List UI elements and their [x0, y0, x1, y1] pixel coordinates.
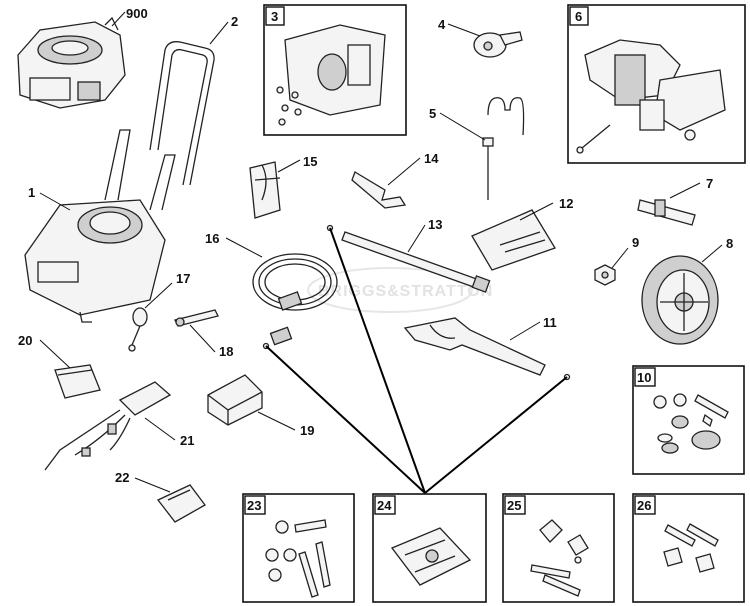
- box-24-tag: [374, 495, 396, 515]
- callout-7: 7: [706, 176, 713, 191]
- leader-16: [225, 237, 263, 258]
- leader-14: [387, 157, 421, 186]
- box-3-tag: [265, 6, 285, 26]
- frame-part-1[interactable]: [24, 129, 176, 323]
- callout-18: 18: [219, 344, 233, 359]
- callout-3: 3: [271, 9, 278, 24]
- leader-8: [701, 244, 723, 263]
- leader-20: [39, 339, 71, 369]
- module-part-20[interactable]: [54, 364, 101, 399]
- leader-9: [611, 247, 629, 269]
- callout-23: 23: [247, 498, 261, 513]
- axle-part-7[interactable]: [637, 199, 696, 226]
- callout-20: 20: [18, 333, 32, 348]
- handle-part-2[interactable]: [149, 41, 215, 186]
- box-6-tag: [569, 6, 589, 26]
- leader-2: [209, 21, 229, 45]
- callout-9: 9: [632, 235, 639, 250]
- callout-10: 10: [637, 370, 651, 385]
- leader-21: [144, 417, 176, 441]
- hardware-kit-part-23[interactable]: [265, 519, 331, 598]
- connector-part-18[interactable]: [174, 309, 219, 327]
- nozzle-kit-part-12[interactable]: [471, 209, 556, 271]
- callout-17: 17: [176, 271, 190, 286]
- callout-15: 15: [303, 154, 317, 169]
- harness-part-21[interactable]: [44, 381, 172, 471]
- callout-16: 16: [205, 231, 219, 246]
- callout-14: 14: [424, 151, 439, 166]
- leader-4: [447, 23, 481, 37]
- callout-22: 22: [115, 470, 129, 485]
- callout-4: 4: [438, 17, 446, 32]
- leader-11: [509, 321, 541, 341]
- wheel-part-8[interactable]: [641, 255, 719, 345]
- box-25-tag: [504, 495, 526, 515]
- box-23-tag: [244, 495, 266, 515]
- callout-2: 2: [231, 14, 238, 29]
- leader-22: [134, 477, 171, 493]
- feet-hardware-part-10[interactable]: [653, 393, 729, 454]
- kit-24-leaders: [265, 227, 568, 494]
- leader-1: [39, 192, 71, 211]
- watermark-text: BRIGGS&STRATTON: [318, 283, 493, 300]
- callout-13: 13: [428, 217, 442, 232]
- callout-6: 6: [575, 9, 582, 24]
- hardware-kit-part-25[interactable]: [530, 519, 589, 597]
- leader-7: [669, 182, 701, 199]
- callout-19: 19: [300, 423, 314, 438]
- plate-part-22[interactable]: [156, 484, 206, 523]
- callout-12: 12: [559, 196, 573, 211]
- nut-part-9[interactable]: [594, 264, 616, 286]
- decal-kit-part-24[interactable]: [390, 527, 472, 586]
- callout-900: 900: [126, 6, 148, 21]
- engine-part-900[interactable]: [17, 16, 126, 109]
- box-26-tag: [634, 495, 656, 515]
- callout-25: 25: [507, 498, 521, 513]
- leader-900: [111, 11, 126, 27]
- leader-18: [189, 324, 216, 353]
- callout-1: 1: [28, 185, 35, 200]
- callout-21: 21: [180, 433, 194, 448]
- leader-15: [277, 159, 301, 173]
- box-10-tag: [634, 367, 656, 387]
- leader-17: [144, 282, 173, 309]
- cap-part-17[interactable]: [128, 307, 148, 352]
- callout-8: 8: [726, 236, 733, 251]
- pump-part-6[interactable]: [576, 39, 726, 154]
- leader-5: [439, 112, 486, 141]
- rod-part-5[interactable]: [482, 97, 525, 200]
- hardware-kit-part-26[interactable]: [663, 523, 719, 573]
- callout-26: 26: [637, 498, 651, 513]
- callout-11: 11: [543, 315, 557, 330]
- block-part-19[interactable]: [207, 374, 263, 426]
- leader-19: [257, 411, 296, 431]
- leader-12: [519, 202, 554, 221]
- nozzle-part-4[interactable]: [473, 31, 523, 58]
- clamp-part-14[interactable]: [351, 171, 407, 209]
- callout-24: 24: [377, 498, 392, 513]
- bracket-part-15[interactable]: [249, 161, 281, 219]
- callout-5: 5: [429, 106, 436, 121]
- leader-13: [407, 224, 426, 253]
- control-panel-part-3[interactable]: [276, 24, 386, 126]
- hose-part-16[interactable]: [252, 253, 338, 350]
- wand-part-13[interactable]: [326, 224, 491, 293]
- watermark: BRIGGS&STRATTON: [307, 267, 493, 313]
